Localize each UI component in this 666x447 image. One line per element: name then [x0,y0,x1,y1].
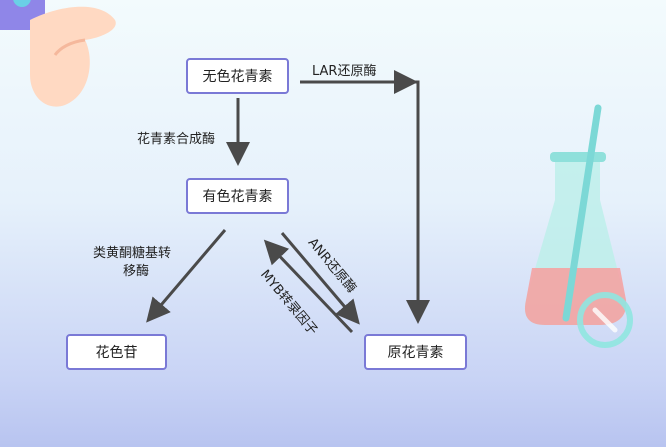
pointing-hand-icon [0,0,116,107]
node-procyanidin: 原花青素 [364,334,467,370]
label-ufgt-line2: 移酶 [123,264,150,279]
node-anthocyanin: 花色苷 [66,334,167,370]
label-anthocyanidin-synthase: 花青素合成酶 [137,132,216,147]
label-lar-reductase: LAR还原酶 [312,64,377,79]
node-colored-anthocyanidin: 有色花青素 [186,178,289,214]
anr-arrow [280,232,360,325]
node-colorless-anthocyanidin: 无色花青素 [186,58,289,94]
label-ufgt-line1: 类黄酮糖基转 [93,246,172,261]
ufgt-arrow [146,229,227,323]
flask-icon [524,104,633,348]
myb-arrow [263,239,354,334]
